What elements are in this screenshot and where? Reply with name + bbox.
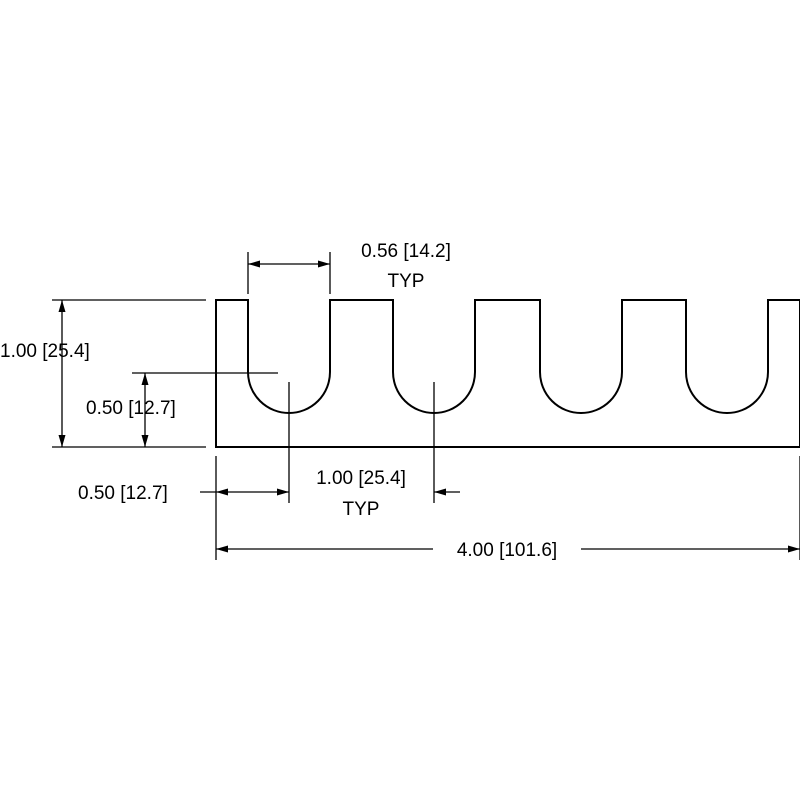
overall-length-dimension: 4.00 [101.6] — [216, 540, 800, 561]
slot-bottom-height-label: 0.50 [12.7] — [86, 398, 176, 419]
overall-length-label: 4.00 [101.6] — [457, 540, 557, 561]
first-slot-offset-dimension: 0.50 [12.7] — [78, 483, 289, 504]
slot-pitch-dimension: 1.00 [25.4] TYP — [316, 468, 460, 520]
slot-width-label: 0.56 [14.2] — [361, 241, 451, 262]
slot-pitch-typ-label: TYP — [343, 499, 380, 520]
slot-pitch-label: 1.00 [25.4] — [316, 468, 406, 489]
part-outline — [215, 299, 800, 448]
slot-bottom-height-dimension: 0.50 [12.7] — [86, 372, 278, 447]
overall-height-label: 1.00 [25.4] — [0, 341, 90, 362]
first-slot-offset-label: 0.50 [12.7] — [78, 483, 168, 504]
overall-height-dimension: 1.00 [25.4] — [0, 299, 206, 448]
slot-width-dimension: 0.56 [14.2] TYP — [247, 241, 451, 294]
slot-width-typ-label: TYP — [388, 271, 425, 292]
